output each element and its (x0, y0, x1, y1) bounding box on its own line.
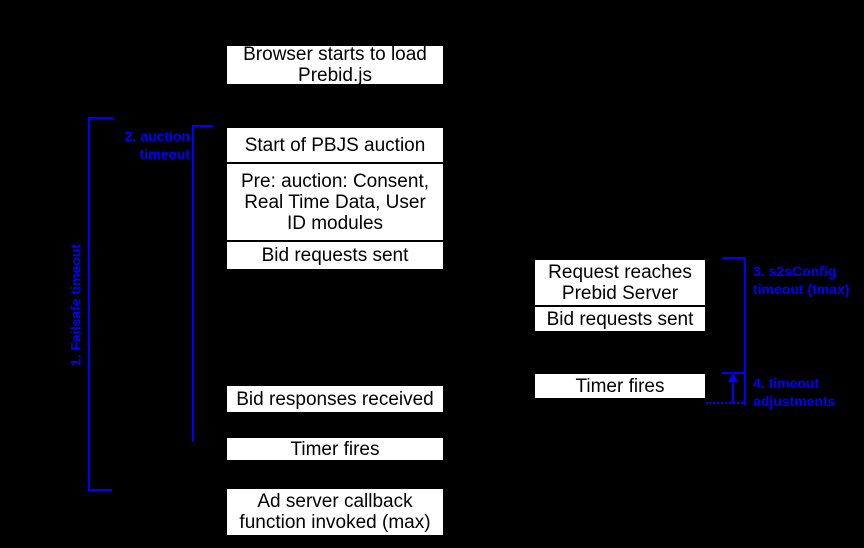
event-box-server-bid-requests-sent: Bid requests sent (533, 305, 707, 333)
event-box-bid-requests-sent: Bid requests sent (225, 240, 445, 271)
auction-timeout-bracket-top-tick (192, 125, 213, 127)
failsafe-timeout-bracket-bottom-tick (88, 489, 112, 491)
event-box-timer-fires-server: Timer fires (533, 372, 707, 400)
timeout-adjustment-dotted-line (706, 402, 746, 404)
event-box-request-reaches-server: Request reaches Prebid Server (533, 258, 707, 307)
event-box-start-auction: Start of PBJS auction (225, 126, 445, 164)
auction-timeout-label: 2. auction timeout (124, 128, 190, 162)
event-box-ad-server-callback: Ad server callback function invoked (max… (225, 487, 445, 537)
event-box-browser-load: Browser starts to load Prebid.js (225, 44, 445, 86)
arrow-up-icon (728, 373, 738, 382)
s2s-timeout-bracket-top-tick (722, 257, 746, 259)
event-box-pre-auction-modules: Pre: auction: Consent, Real Time Data, U… (225, 162, 445, 242)
server-event-stack: Request reaches Prebid Server Bid reques… (533, 258, 707, 333)
failsafe-timeout-label: 1. Failsafe timeout (67, 243, 84, 367)
s2s-timeout-label: 3. s2sConfig timeout (tmax) (753, 263, 850, 297)
timeout-adjustments-label: 4. timeout adjustments (753, 375, 836, 409)
failsafe-timeout-bracket-top-tick (88, 117, 113, 119)
auction-event-stack: Start of PBJS auction Pre: auction: Cons… (225, 126, 445, 271)
auction-timeout-bracket-line (192, 125, 194, 442)
event-box-timer-fires-client: Timer fires (225, 436, 445, 462)
s2s-timeout-bracket-line (744, 257, 746, 405)
timeout-adjustment-arrow-shaft (732, 381, 734, 403)
failsafe-timeout-bracket-line (88, 117, 90, 491)
event-box-bid-responses-received: Bid responses received (225, 384, 445, 414)
